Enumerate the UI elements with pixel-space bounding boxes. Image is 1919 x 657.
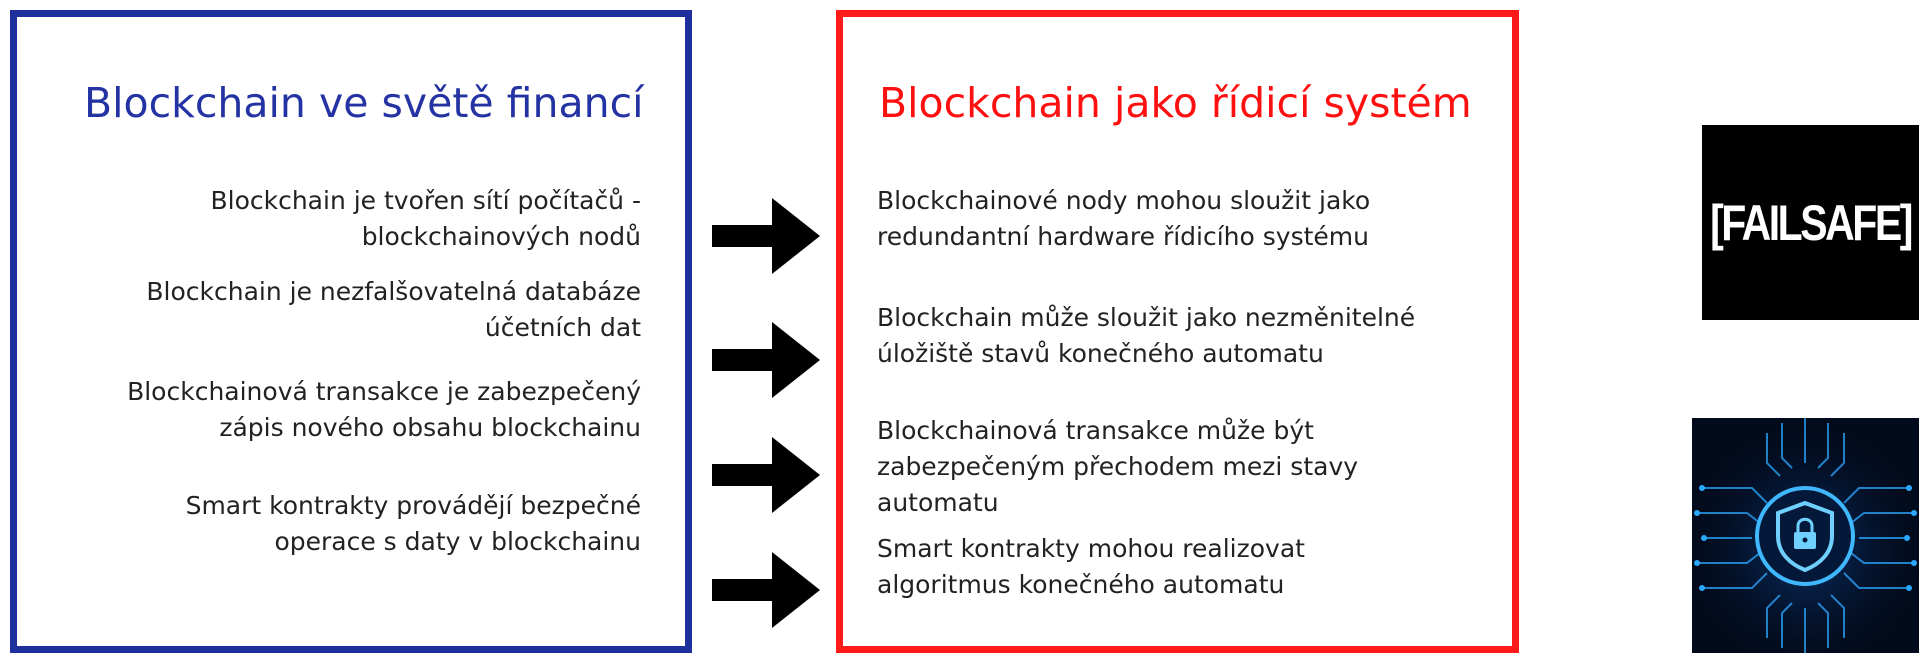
control-item-3: Blockchainová transakce může být zabezpe… [877,413,1358,521]
right-arrow-icon [712,437,820,513]
control-item-3-line-1: Blockchainová transakce může být [877,416,1314,445]
control-item-2: Blockchain může sloužit jako nezměniteln… [877,300,1415,372]
right-arrow-icon [712,322,820,398]
control-item-3-line-3: automatu [877,488,999,517]
control-system-panel: Blockchain jako řídicí systém Blockchain… [836,10,1519,653]
failsafe-logo-text: [FAILSAFE] [1710,194,1913,251]
control-item-3-line-2: zabezpečeným přechodem mezi stavy [877,452,1359,481]
failsafe-logo: [FAILSAFE] [1702,125,1919,320]
finance-panel: Blockchain ve světě financí Blockchain j… [10,10,692,653]
finance-item-1: Blockchain je tvořen sítí počítačů - blo… [210,183,641,255]
right-arrow-icon [712,198,820,274]
right-arrow-icon [712,552,820,628]
shield-padlock-icon [1692,418,1919,653]
finance-item-3-line-2: zápis nového obsahu blockchainu [219,413,641,442]
finance-item-2: Blockchain je nezfalšovatelná databáze ú… [146,274,641,346]
finance-item-1-line-2: blockchainových nodů [361,222,641,251]
security-shield-image [1692,418,1919,653]
finance-item-4-line-2: operace s daty v blockchainu [274,527,641,556]
finance-item-4: Smart kontrakty provádějí bezpečné opera… [186,488,641,560]
control-item-4-line-2: algoritmus konečného automatu [877,570,1285,599]
control-item-4-line-1: Smart kontrakty mohou realizovat [877,534,1305,563]
control-system-panel-title: Blockchain jako řídicí systém [879,79,1472,127]
finance-item-2-line-2: účetních dat [484,313,641,342]
control-item-2-line-2: úložiště stavů konečného automatu [877,339,1324,368]
control-item-2-line-1: Blockchain může sloužit jako nezměniteln… [877,303,1416,332]
finance-panel-title: Blockchain ve světě financí [84,79,644,127]
finance-item-1-line-1: Blockchain je tvořen sítí počítačů - [210,186,641,215]
finance-item-2-line-1: Blockchain je nezfalšovatelná databáze [146,277,641,306]
control-item-4: Smart kontrakty mohou realizovat algorit… [877,531,1305,603]
finance-item-3-line-1: Blockchainová transakce je zabezpečený [127,377,641,406]
control-item-1-line-2: redundantní hardware řídicího systému [877,222,1369,251]
finance-item-4-line-1: Smart kontrakty provádějí bezpečné [185,491,641,520]
finance-item-3: Blockchainová transakce je zabezpečený z… [127,374,641,446]
control-item-1: Blockchainové nody mohou sloužit jako re… [877,183,1370,255]
control-item-1-line-1: Blockchainové nody mohou sloužit jako [877,186,1371,215]
